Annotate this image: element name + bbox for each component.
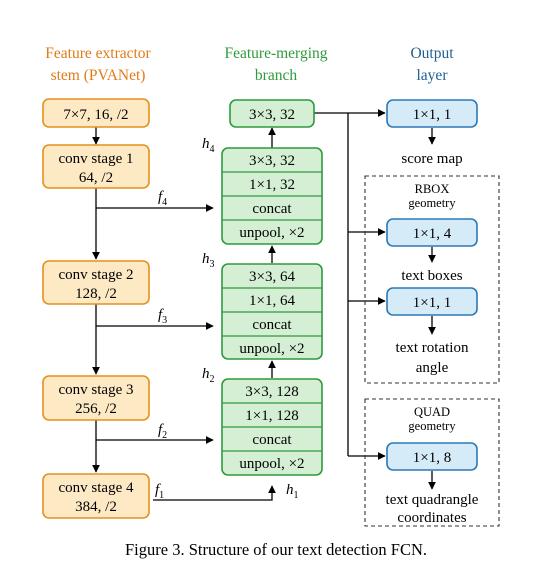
merging-header-line-2: branch — [255, 67, 297, 84]
quad-subtitle: geometry — [408, 419, 456, 433]
rbox-subtitle: geometry — [408, 196, 456, 210]
h4-row-concat: concat — [252, 201, 292, 217]
score-conv-label: 1×1, 1 — [413, 107, 451, 123]
h1-label: h1 — [286, 482, 299, 501]
rotation-label-line-2: angle — [416, 360, 449, 376]
rotation-conv-box: 1×1, 1 — [386, 287, 478, 316]
conv-stage-4-detail: 384, /2 — [75, 499, 117, 515]
conv-stage-2-detail: 128, /2 — [75, 286, 117, 302]
h4-row-conv3: 3×3, 32 — [249, 153, 295, 169]
figure-caption: Figure 3. Structure of our text detectio… — [125, 540, 427, 559]
h3-row-concat: concat — [252, 317, 292, 333]
quad-title: QUAD — [414, 405, 450, 419]
h2-row-unpool: unpool, ×2 — [239, 456, 304, 472]
output-header: Output layer — [410, 45, 454, 84]
f1-label: f1 — [155, 482, 164, 501]
merging-header-line-1: Feature-merging — [224, 45, 327, 62]
feature-labels: f4 f3 f2 f1 — [155, 189, 167, 501]
quad-label-line-2: coordinates — [397, 510, 466, 526]
f4-label: f4 — [158, 189, 167, 208]
h2-row-concat: concat — [252, 432, 292, 448]
output-header-line-1: Output — [410, 45, 454, 62]
conv-stage-3: conv stage 3 256, /2 — [42, 375, 150, 421]
h4-row-conv1: 1×1, 32 — [249, 177, 295, 193]
arrow-f1-h1 — [153, 485, 276, 501]
merging-header: Feature-merging branch — [224, 45, 327, 84]
score-conv-box: 1×1, 1 — [386, 99, 478, 128]
f2-label: f2 — [158, 422, 167, 441]
conv-stage-3-label: conv stage 3 — [59, 382, 134, 398]
h4-label: h4 — [202, 136, 215, 155]
merge-block-h4: 3×3, 32 1×1, 32 concat unpool, ×2 — [221, 147, 323, 245]
h4-row-unpool: unpool, ×2 — [239, 225, 304, 241]
conv-stage-2: conv stage 2 128, /2 — [42, 260, 150, 305]
h3-row-unpool: unpool, ×2 — [239, 341, 304, 357]
merge-h-labels: h4 h3 h2 h1 — [202, 136, 299, 501]
conv-stage-1-label: conv stage 1 — [59, 151, 134, 167]
rotation-label-line-1: text rotation — [396, 340, 469, 356]
text-boxes-label: text boxes — [401, 268, 462, 284]
quad-geometry-group: QUAD geometry 1×1, 8 text quadrangle coo… — [364, 398, 500, 527]
h3-label: h3 — [202, 251, 215, 270]
score-map-label: score map — [401, 151, 462, 167]
h2-label: h2 — [202, 366, 215, 385]
quad-conv-box: 1×1, 8 — [386, 442, 478, 471]
rbox-geometry-group: RBOX geometry 1×1, 4 text boxes 1×1, 1 t… — [364, 175, 500, 384]
conv-stage-4: conv stage 4 384, /2 — [42, 473, 150, 519]
merge-top-conv: 3×3, 32 — [229, 99, 315, 128]
extractor-header-line-1: Feature extractor — [45, 45, 151, 62]
quad-label-line-1: text quadrangle — [386, 492, 479, 508]
merge-block-h3: 3×3, 64 1×1, 64 concat unpool, ×2 — [221, 263, 323, 360]
merge-block-h2: 3×3, 128 1×1, 128 concat unpool, ×2 — [221, 378, 323, 476]
conv-stage-4-label: conv stage 4 — [59, 480, 134, 496]
rotation-conv-label: 1×1, 1 — [413, 295, 451, 311]
connectors — [92, 109, 436, 501]
h3-row-conv3: 3×3, 64 — [249, 269, 295, 285]
extractor-header: Feature extractor stem (PVANet) — [45, 45, 151, 84]
h2-row-conv1: 1×1, 128 — [245, 408, 298, 424]
extractor-header-line-2: stem (PVANet) — [51, 67, 146, 84]
output-header-line-2: layer — [417, 67, 449, 84]
merge-top-conv-label: 3×3, 32 — [249, 107, 295, 123]
input-conv-box: 7×7, 16, /2 — [42, 98, 150, 128]
input-conv-label: 7×7, 16, /2 — [63, 107, 128, 123]
rbox-title: RBOX — [415, 182, 450, 196]
conv-stage-3-detail: 256, /2 — [75, 401, 117, 417]
conv-stage-2-label: conv stage 2 — [59, 267, 134, 283]
h3-row-conv1: 1×1, 64 — [249, 293, 295, 309]
conv-stage-1: conv stage 1 64, /2 — [42, 144, 150, 189]
f3-label: f3 — [158, 307, 167, 326]
quad-conv-label: 1×1, 8 — [413, 450, 451, 466]
h2-row-conv3: 3×3, 128 — [245, 384, 298, 400]
boxes-conv-label: 1×1, 4 — [413, 226, 452, 242]
conv-stage-1-detail: 64, /2 — [79, 170, 113, 186]
boxes-conv-box: 1×1, 4 — [386, 218, 478, 247]
